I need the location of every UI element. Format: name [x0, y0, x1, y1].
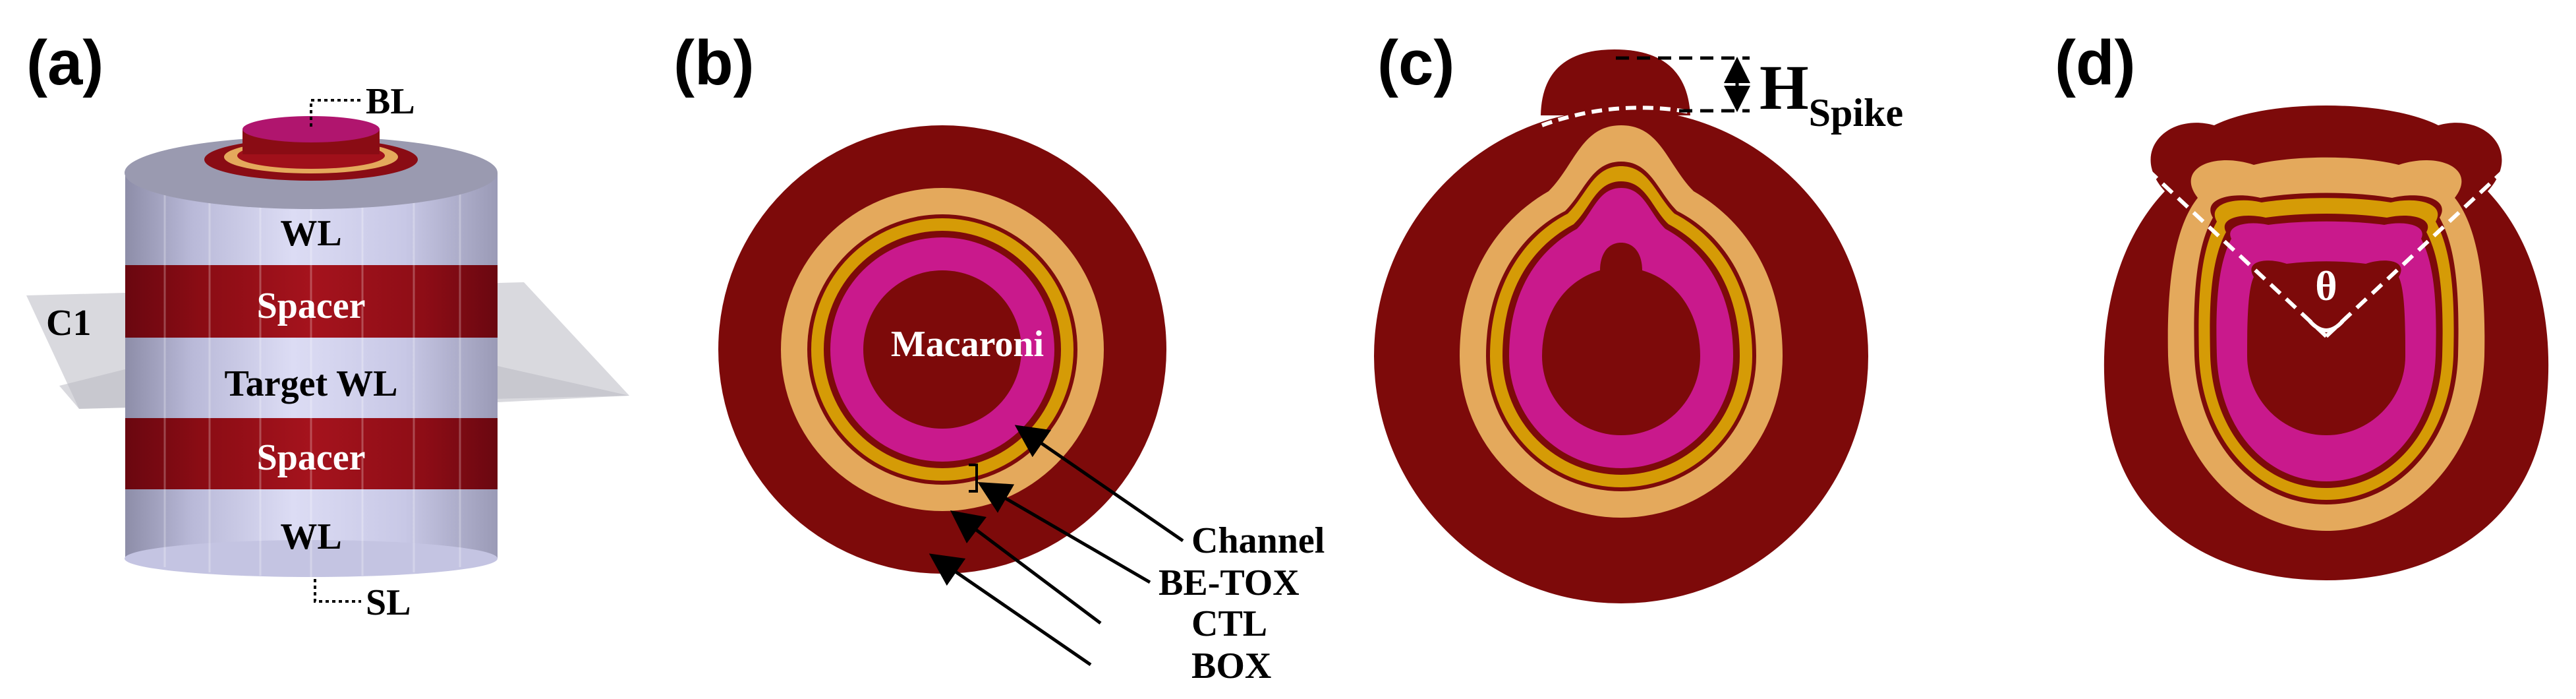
- target-wl-label: Target WL: [225, 363, 398, 404]
- c1-plane-front-left: [59, 369, 125, 409]
- panel-a: (a) BL SL: [26, 28, 629, 623]
- macaroni-label: Macaroni: [891, 324, 1044, 365]
- be-tox-label: BE-TOX: [1159, 562, 1300, 603]
- panel-c-label: (c): [1377, 28, 1454, 98]
- sl-leader: [314, 579, 361, 603]
- bl-label: BL: [366, 81, 415, 122]
- channel-label: Channel: [1191, 520, 1325, 561]
- panel-c: (c) HSpike: [1374, 28, 1903, 603]
- bl-leader: [310, 99, 361, 127]
- c1-label: C1: [46, 303, 91, 344]
- target-wl-layer: [125, 338, 498, 418]
- macaroni-core-d: [2247, 260, 2405, 435]
- spacer-layer-top: [125, 265, 498, 338]
- panel-b-label: (b): [673, 28, 755, 98]
- theta-label: θ: [2315, 262, 2337, 309]
- ctl-label: CTL: [1191, 603, 1267, 644]
- panel-b: (b) Macaroni Channel BE-TOX CTL BOX: [673, 28, 1325, 686]
- h-spike-sub: Spike: [1809, 91, 1903, 135]
- macaroni-core: [863, 270, 1021, 429]
- panel-d-label: (d): [2055, 28, 2136, 98]
- spacer-label-bottom: Spacer: [257, 437, 366, 478]
- spacer-label-top: Spacer: [257, 286, 366, 326]
- wl-label-top: WL: [280, 213, 341, 254]
- channel-arrow: [1014, 425, 1184, 543]
- h-spike-main: H: [1760, 52, 1809, 123]
- box-label: BOX: [1191, 646, 1271, 686]
- wl-label-bottom: WL: [280, 516, 341, 557]
- theta-arc: [2308, 319, 2345, 332]
- ctl-arrow: [950, 510, 1102, 624]
- cylinder-bottom-edge: [125, 540, 498, 577]
- box-arrow: [929, 553, 1092, 667]
- spike-dome: [1541, 49, 1690, 115]
- theta-dash-left: [2130, 153, 2328, 338]
- be-tox-bracket: [969, 464, 978, 493]
- h-spike-label: HSpike: [1760, 52, 1903, 135]
- spike-reference-arc: [1541, 106, 1691, 127]
- panel-a-label: (a): [26, 28, 103, 98]
- theta-dash-right: [2324, 153, 2523, 338]
- bit-line-top: [243, 116, 380, 142]
- cylinder-facets: [163, 173, 461, 577]
- macaroni-core-c: [1542, 243, 1700, 435]
- spacer-layer-bottom: [125, 418, 498, 489]
- sl-label: SL: [366, 582, 411, 623]
- panel-d: (d) θ: [2055, 28, 2549, 580]
- be-tox-arrow: [977, 481, 1151, 584]
- c1-plane-front: [498, 366, 629, 402]
